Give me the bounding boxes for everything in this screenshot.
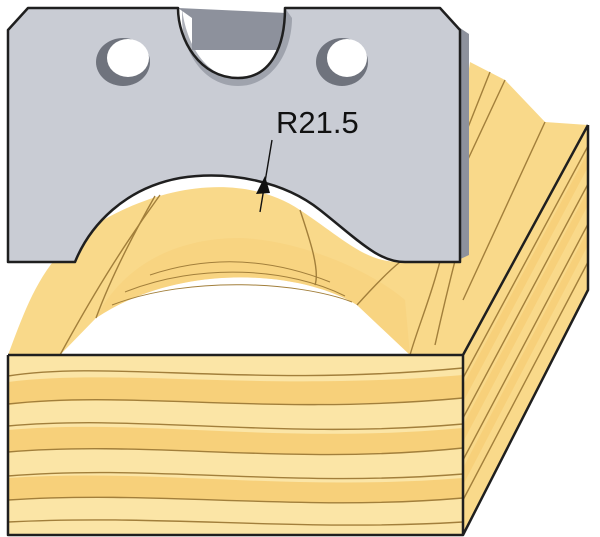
wood-cove-grain bbox=[111, 261, 353, 306]
knife-hole-right bbox=[316, 38, 368, 86]
profile-knife bbox=[6, 6, 469, 264]
knife-outline bbox=[6, 6, 462, 264]
wood-front-stripe-2 bbox=[8, 426, 463, 455]
knife-bevel bbox=[178, 8, 469, 262]
radius-arrowhead bbox=[256, 176, 270, 194]
wood-block-outline bbox=[6, 124, 590, 537]
wood-front-stripe-1 bbox=[8, 375, 463, 405]
wood-front-stripe-3 bbox=[8, 475, 463, 503]
knife-hole-left bbox=[96, 38, 150, 86]
wood-cove-shade bbox=[96, 238, 410, 355]
radius-annotation: R21.5 bbox=[256, 105, 359, 213]
wood-side-stripe-1 bbox=[463, 152, 588, 402]
wood-side-grain bbox=[462, 145, 589, 501]
wood-side-stripe-2 bbox=[463, 190, 588, 442]
wood-front-grain bbox=[7, 367, 464, 526]
wood-front-face bbox=[7, 355, 464, 535]
radius-label: R21.5 bbox=[276, 105, 359, 140]
wood-top-surface bbox=[8, 62, 588, 356]
wood-side-stripe-3 bbox=[463, 230, 588, 485]
wood-side-face bbox=[462, 125, 589, 535]
radius-leader-line bbox=[259, 139, 273, 213]
wood-side-fill bbox=[463, 125, 588, 535]
